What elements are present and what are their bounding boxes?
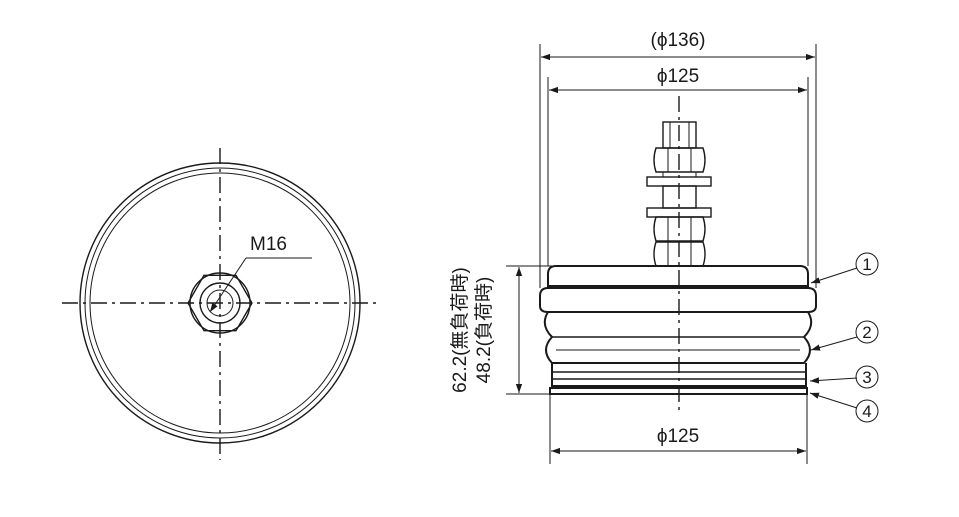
callout-2-label: 2 (862, 323, 871, 342)
dim-top-diameter-text: ϕ125 (657, 66, 699, 87)
rubber-bellows (543, 311, 813, 364)
base-ring (551, 363, 807, 387)
dimensions: (ϕ136) ϕ125 ϕ125 62.2(無負荷時) 48.2(負荷時) (449, 30, 817, 464)
dim-bottom-diameter-text: ϕ125 (657, 426, 699, 447)
callout-3-leader (809, 377, 858, 384)
callout-4-leader (809, 392, 858, 409)
upper-hex-nut (653, 147, 706, 173)
callout-4-circle (855, 399, 879, 423)
top-plate-flange (539, 287, 817, 313)
callout-4-label: 4 (862, 402, 871, 421)
thread-leader-line (209, 257, 247, 313)
thread-size-label: M16 (250, 234, 287, 255)
dim-height-loaded-text: 48.2(負荷時) (473, 277, 495, 384)
callout-3-circle (855, 365, 879, 389)
top-plate (547, 265, 809, 287)
dim-height-unloaded-text: 62.2(無負荷時) (449, 267, 471, 393)
callout-1-leader (810, 267, 858, 284)
part-callouts: 1 2 3 4 (809, 252, 879, 423)
callout-2-leader (810, 336, 858, 351)
callout-2-circle (855, 320, 879, 344)
dim-outer-diameter-text: (ϕ136) (651, 30, 706, 51)
middle-hex-nut (653, 216, 706, 242)
top-view: M16 (62, 148, 378, 460)
side-view (539, 96, 817, 410)
callout-3-label: 3 (862, 368, 871, 387)
callout-1-label: 1 (862, 255, 871, 274)
callout-1-circle (855, 252, 879, 276)
bottom-plate (549, 387, 808, 395)
